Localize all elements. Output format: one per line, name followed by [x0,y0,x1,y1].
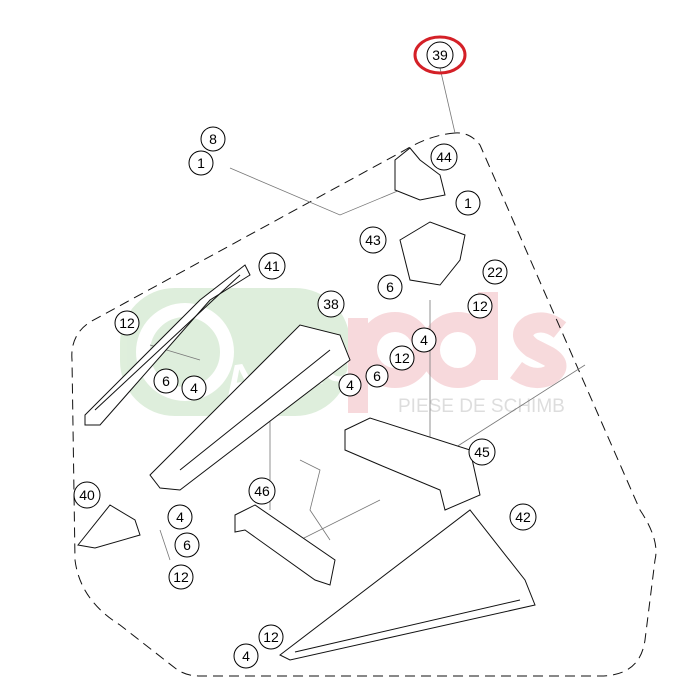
callout-12[interactable]: 12 [114,310,140,336]
callout-12[interactable]: 12 [168,564,194,590]
svg-text:12: 12 [119,315,135,331]
svg-text:4: 4 [176,509,184,525]
part-40-plate [77,504,141,549]
part-43-bracket [399,221,466,286]
callout-38[interactable]: 38 [317,290,345,318]
watermark-brand-right-logo [348,292,567,413]
svg-text:4: 4 [242,648,250,664]
part-41-rail [84,264,251,426]
svg-text:6: 6 [162,373,170,389]
svg-text:1: 1 [464,195,472,211]
svg-text:39: 39 [432,47,448,63]
svg-text:42: 42 [515,509,531,525]
watermark-tagline: PIESE DE SCHIMB [398,396,565,417]
svg-text:38: 38 [323,296,339,312]
part-45-guard [344,417,481,511]
part-44-bracket [394,147,446,201]
leader-lines [149,67,586,561]
assembly-outline [71,132,657,677]
svg-text:1: 1 [197,155,205,171]
callout-44[interactable]: 44 [430,143,458,171]
parts [77,147,536,661]
svg-text:6: 6 [386,279,394,295]
svg-text:22: 22 [487,264,503,280]
svg-text:4: 4 [420,332,428,348]
callout-12[interactable]: 12 [389,345,415,371]
callout-6[interactable]: 6 [153,368,179,394]
callout-46[interactable]: 46 [248,477,276,505]
callout-12[interactable]: 12 [467,293,493,319]
callout-8[interactable]: 8 [200,126,226,152]
callout-1[interactable]: 1 [188,150,214,176]
callout-45[interactable]: 45 [468,438,496,466]
callout-4[interactable]: 4 [338,373,362,397]
svg-text:12: 12 [394,350,410,366]
callout-4[interactable]: 4 [233,643,259,669]
svg-text:4: 4 [346,377,354,393]
svg-text:12: 12 [263,629,279,645]
svg-text:8: 8 [209,131,217,147]
svg-text:12: 12 [173,569,189,585]
callout-1[interactable]: 1 [455,190,481,216]
svg-text:44: 44 [436,149,452,165]
svg-text:6: 6 [373,368,381,384]
part-38-rail [149,324,351,491]
callout-4[interactable]: 4 [181,375,207,401]
callout-12[interactable]: 12 [258,624,284,650]
callout-39[interactable]: 39 [426,41,454,69]
svg-text:41: 41 [264,258,280,274]
svg-text:4: 4 [190,380,198,396]
svg-text:43: 43 [365,232,381,248]
callout-6[interactable]: 6 [377,274,403,300]
callout-22[interactable]: 22 [482,259,508,285]
svg-text:40: 40 [79,487,95,503]
callouts: 39 8 1 44 1 43 22 41 6 12 38 12 4 12 4 6… [73,41,537,669]
svg-text:6: 6 [183,537,191,553]
callout-4[interactable]: 4 [167,504,193,530]
svg-text:45: 45 [474,444,490,460]
callout-43[interactable]: 43 [359,226,387,254]
callout-6[interactable]: 6 [365,364,389,388]
part-42-frame [279,509,536,661]
svg-text:12: 12 [472,298,488,314]
callout-41[interactable]: 41 [258,252,286,280]
svg-text:46: 46 [254,483,270,499]
callout-42[interactable]: 42 [509,503,537,531]
callout-6[interactable]: 6 [174,532,200,558]
callout-40[interactable]: 40 [73,481,101,509]
highlight-ring [413,35,467,75]
callout-4[interactable]: 4 [411,327,437,353]
part-46-bracket [234,504,336,586]
